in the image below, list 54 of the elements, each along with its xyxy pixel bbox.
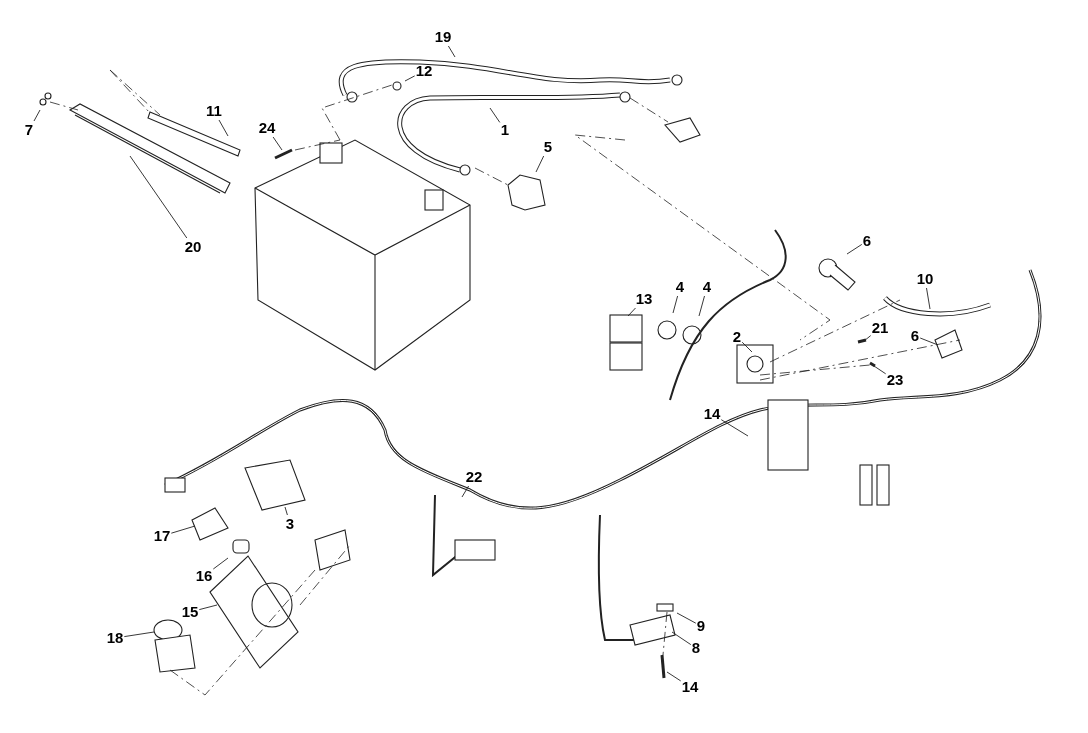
callout-number: 12 — [415, 63, 433, 79]
callout-number: 8 — [691, 640, 701, 656]
callout-number: 11 — [206, 103, 222, 119]
callout-number: 4 — [675, 279, 685, 295]
leader-line — [170, 525, 196, 534]
callout-number: 23 — [886, 372, 904, 388]
leader-line — [676, 612, 697, 624]
leader-line — [919, 337, 939, 346]
leader-line — [129, 155, 188, 239]
leader-line — [212, 557, 229, 570]
callout-number: 15 — [181, 604, 199, 620]
leader-line — [535, 155, 545, 173]
callout-number: 14 — [703, 406, 721, 422]
callout-number: 13 — [635, 291, 653, 307]
callout-number: 3 — [285, 516, 295, 532]
leader-line — [926, 287, 931, 310]
leader-line — [627, 307, 636, 317]
callout-number: 21 — [871, 320, 889, 336]
leader-line — [863, 335, 872, 342]
leader-line — [741, 341, 753, 353]
callout-number: 7 — [24, 122, 34, 138]
callout-number: 10 — [916, 271, 934, 287]
leader-line — [461, 485, 470, 498]
leader-line — [489, 107, 501, 123]
leader-line — [123, 631, 155, 638]
leader-line — [671, 631, 692, 646]
leader-line — [33, 109, 41, 122]
leader-line — [666, 671, 682, 682]
leader-line — [672, 295, 679, 314]
callout-number: 5 — [543, 139, 553, 155]
leader-line — [698, 295, 705, 317]
callout-number: 19 — [434, 29, 452, 45]
callout-number: 14 — [681, 679, 699, 695]
callout-number: 4 — [702, 279, 712, 295]
leader-line — [447, 45, 456, 58]
callout-number: 18 — [106, 630, 124, 646]
callout-number: 2 — [732, 329, 742, 345]
callout-number: 6 — [862, 233, 872, 249]
callout-number: 20 — [184, 239, 202, 255]
leader-line — [198, 604, 218, 611]
leader-line — [846, 243, 863, 255]
leader-line — [272, 136, 283, 151]
callout-number: 6 — [910, 328, 920, 344]
callout-number: 22 — [465, 469, 483, 485]
callout-number: 17 — [153, 528, 171, 544]
leader-line — [873, 365, 887, 375]
callout-number: 24 — [258, 120, 276, 136]
leader-line — [218, 119, 229, 137]
callout-number: 16 — [195, 568, 213, 584]
callout-number: 9 — [696, 618, 706, 634]
leader-line — [284, 506, 288, 516]
leader-line — [404, 75, 416, 82]
callout-number: 1 — [500, 122, 510, 138]
leader-line — [720, 419, 749, 437]
